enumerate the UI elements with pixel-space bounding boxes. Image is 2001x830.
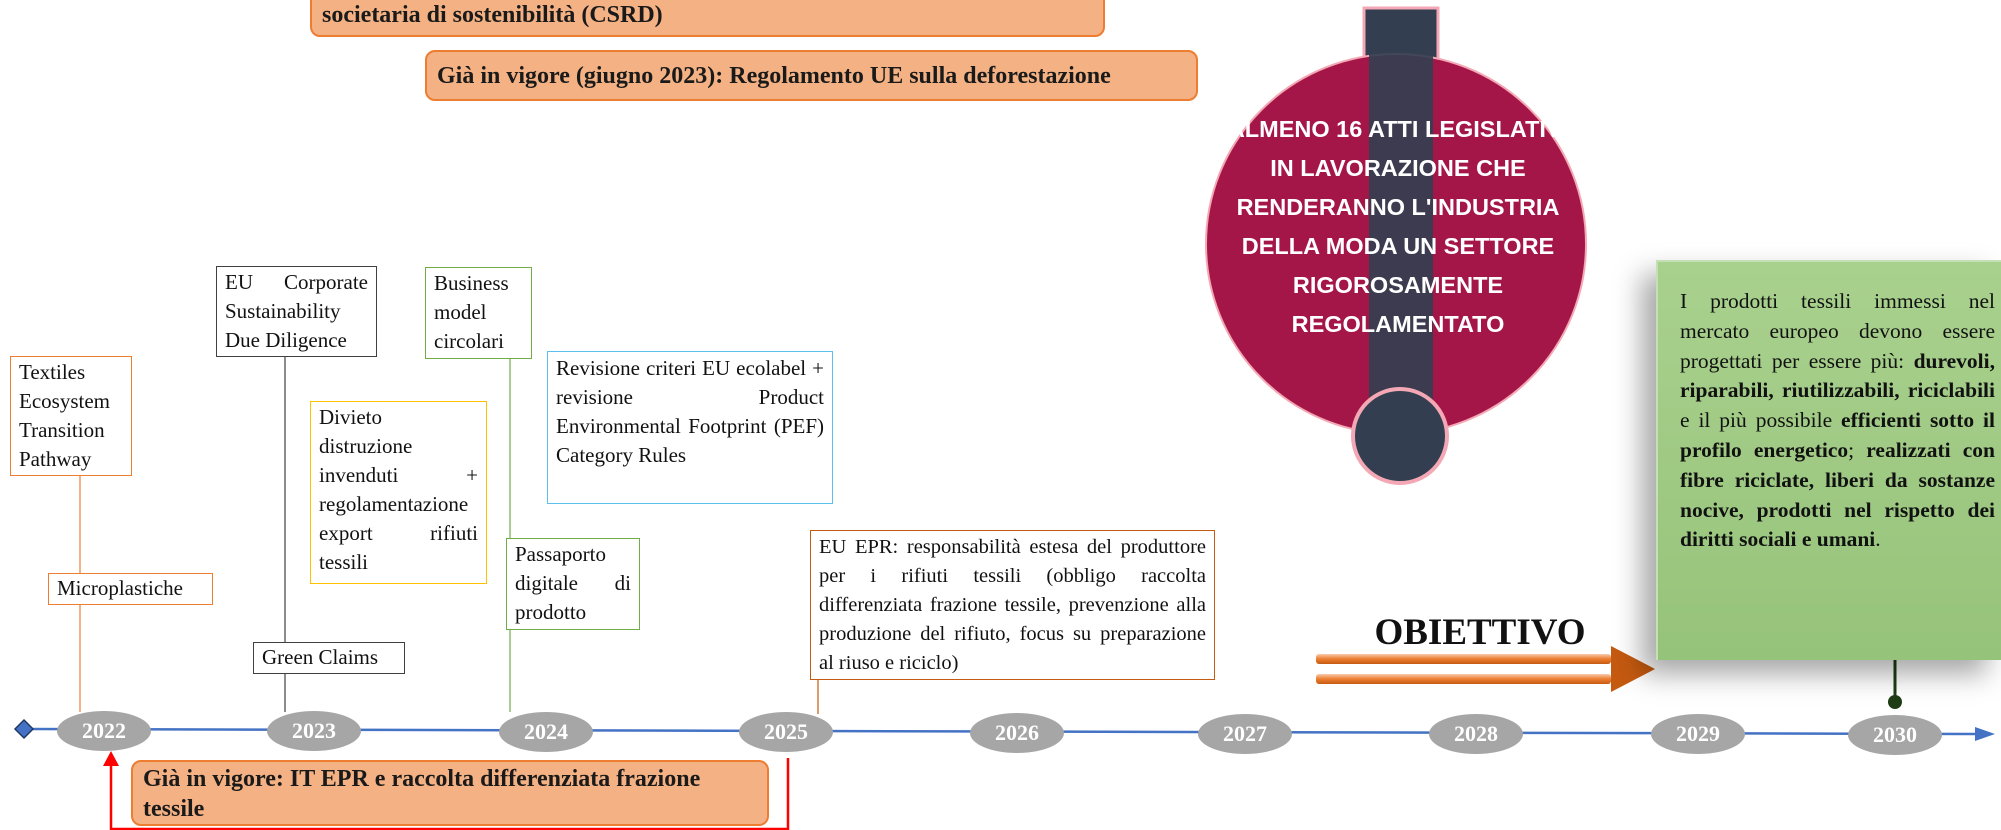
- box-ecolabel-pef: Revisione criteri EU ecolabel + revision…: [547, 351, 833, 504]
- objective-panel: I prodotti tessili immessi nel mercato e…: [1656, 260, 2001, 660]
- objective-text-part: realizzati con fibre riciclate, liberi d…: [1680, 437, 1995, 552]
- exclamation-bar-front: [1369, 12, 1433, 412]
- year-2022: 2022: [57, 711, 151, 751]
- banner-it-epr: Già in vigore: IT EPR e raccolta differe…: [131, 760, 769, 826]
- objective-text: I prodotti tessili immessi nel mercato e…: [1680, 287, 1995, 555]
- objective-text-part: I prodotti tessili immessi nel mercato e…: [1680, 289, 1995, 373]
- box-green-claims: Green Claims: [253, 642, 405, 674]
- year-2029: 2029: [1651, 714, 1745, 754]
- objective-text-part: durevoli, riparabili, riutilizzabili, ri…: [1680, 348, 1995, 403]
- box-eu-csddd: EU Corporate Sustainability Due Diligenc…: [216, 266, 377, 357]
- red-arrow-up: [103, 751, 119, 766]
- exclamation-dot: [1351, 387, 1449, 485]
- box-eu-epr: EU EPR: responsabilità estesa del produt…: [810, 530, 1215, 680]
- year-2030: 2030: [1848, 715, 1942, 755]
- box-passaporto-digitale: Passaporto digitale di prodotto: [506, 538, 640, 630]
- box-business-model: Business model circolari: [425, 267, 532, 359]
- banner-deforestation: Già in vigore (giugno 2023): Regolamento…: [425, 50, 1198, 101]
- year-2024: 2024: [499, 712, 593, 752]
- objective-text-part: e il più possibile: [1680, 408, 1842, 433]
- objective-text-part: .: [1875, 527, 1881, 552]
- banner-deforestation-bold: Già in vigore (giugno 2023): [437, 63, 716, 89]
- objective-text-part: efficienti sotto il profilo energetico: [1680, 408, 1995, 462]
- objective-arrow-bar-top: [1316, 654, 1611, 664]
- box-microplastiche: Microplastiche: [48, 573, 213, 605]
- objective-pin-dot: [1888, 695, 1902, 709]
- year-2023: 2023: [267, 711, 361, 751]
- timeline-start-diamond: [13, 718, 35, 740]
- banner-csrd-text: societaria di sostenibilità (CSRD): [322, 2, 663, 28]
- year-2028: 2028: [1429, 714, 1523, 754]
- box-textiles-ecosystem: Textiles Ecosystem Transition Pathway: [10, 356, 132, 476]
- banner-csrd: societaria di sostenibilità (CSRD): [310, 0, 1105, 37]
- banner-deforestation-rest: : Regolamento UE sulla deforestazione: [715, 63, 1111, 89]
- year-2026: 2026: [970, 713, 1064, 753]
- objective-arrow-bar-bottom: [1316, 674, 1611, 684]
- year-2027: 2027: [1198, 714, 1292, 754]
- timeline-arrowhead: [1975, 727, 1995, 741]
- objective-label: OBIETTIVO: [1374, 612, 1586, 653]
- exclamation-text: ALMENO 16 ATTI LEGISLATIVI IN LAVORAZION…: [1227, 116, 1569, 337]
- objective-text-part: ;: [1848, 437, 1867, 462]
- year-2025: 2025: [739, 712, 833, 752]
- box-divieto-distruzione: Divieto distruzione invenduti + regolame…: [310, 401, 487, 584]
- objective-arrow-head: [1611, 646, 1655, 692]
